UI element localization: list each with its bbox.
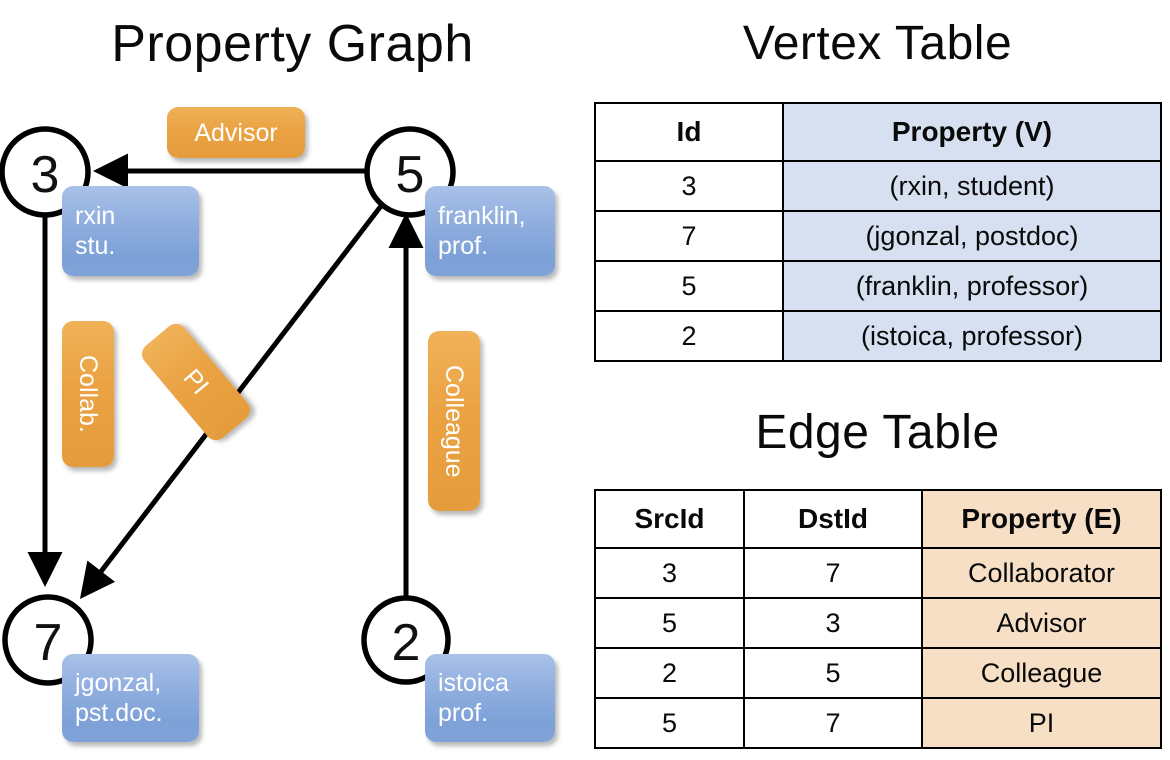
vertex-property-box-5-line1: franklin, bbox=[438, 202, 526, 230]
edge-row-srcid: 5 bbox=[594, 597, 745, 649]
vertex-property-box-7[interactable]: jgonzal, pst.doc. bbox=[62, 654, 199, 742]
vertex-table: Id Property (V) 3 (rxin, student) 7 (jgo… bbox=[594, 102, 1162, 362]
edge-label-pi-text: PI bbox=[177, 363, 215, 401]
edge-table-header-property: Property (E) bbox=[921, 489, 1162, 549]
table-row[interactable]: 5 7 PI bbox=[594, 697, 1162, 749]
vertex-row-id: 3 bbox=[594, 160, 784, 212]
edge-row-dstid: 7 bbox=[743, 547, 923, 599]
vertex-property-box-3-line1: rxin bbox=[75, 202, 116, 230]
page-title-property-graph: Property Graph bbox=[111, 15, 474, 73]
edge-label-advisor-text: Advisor bbox=[194, 118, 278, 147]
edge-row-property: Collaborator bbox=[921, 547, 1162, 599]
vertex-table-header-row: Id Property (V) bbox=[594, 102, 1162, 162]
vertex-property-box-3[interactable]: rxin stu. bbox=[62, 186, 199, 276]
vertex-row-id: 7 bbox=[594, 210, 784, 262]
vertex-row-id: 2 bbox=[594, 310, 784, 362]
property-graph-diagram: 3 5 7 2 rxin stu. franklin, prof. jgonza… bbox=[0, 107, 555, 742]
edge-row-srcid: 2 bbox=[594, 647, 745, 699]
edge-label-colleague[interactable]: Colleague bbox=[428, 331, 480, 511]
vertex-row-property: (istoica, professor) bbox=[782, 310, 1162, 362]
graph-node-2-label: 2 bbox=[392, 614, 421, 672]
graph-node-5-label: 5 bbox=[396, 146, 425, 204]
table-row[interactable]: 5 3 Advisor bbox=[594, 597, 1162, 649]
edge-row-dstid: 3 bbox=[743, 597, 923, 649]
graph-node-7-label: 7 bbox=[34, 614, 63, 672]
edge-row-srcid: 3 bbox=[594, 547, 745, 599]
vertex-table-header-property: Property (V) bbox=[782, 102, 1162, 162]
vertex-property-box-2-line2: prof. bbox=[438, 699, 489, 727]
edge-row-dstid: 5 bbox=[743, 647, 923, 699]
edge-row-property: PI bbox=[921, 697, 1162, 749]
edge-row-property: Colleague bbox=[921, 647, 1162, 699]
edge-row-srcid: 5 bbox=[594, 697, 745, 749]
table-row[interactable]: 2 5 Colleague bbox=[594, 647, 1162, 699]
table-row[interactable]: 3 (rxin, student) bbox=[594, 160, 1162, 212]
table-row[interactable]: 5 (franklin, professor) bbox=[594, 260, 1162, 312]
edge-label-advisor[interactable]: Advisor bbox=[167, 107, 305, 158]
vertex-property-box-7-line2: pst.doc. bbox=[75, 699, 163, 727]
table-row[interactable]: 2 (istoica, professor) bbox=[594, 310, 1162, 362]
page-title-vertex-table: Vertex Table bbox=[742, 17, 1013, 70]
edge-row-property: Advisor bbox=[921, 597, 1162, 649]
vertex-row-id: 5 bbox=[594, 260, 784, 312]
edge-table-header-dstid: DstId bbox=[743, 489, 923, 549]
table-row[interactable]: 7 (jgonzal, postdoc) bbox=[594, 210, 1162, 262]
vertex-table-header-id: Id bbox=[594, 102, 784, 162]
edge-label-colleague-text: Colleague bbox=[440, 364, 468, 478]
edge-table-header-srcid: SrcId bbox=[594, 489, 745, 549]
vertex-row-property: (jgonzal, postdoc) bbox=[782, 210, 1162, 262]
edge-table: SrcId DstId Property (E) 3 7 Collaborato… bbox=[594, 489, 1162, 749]
edge-label-collab-text: Collab. bbox=[74, 355, 102, 433]
graph-node-3-label: 3 bbox=[31, 146, 60, 204]
vertex-property-box-5[interactable]: franklin, prof. bbox=[425, 186, 555, 276]
vertex-property-box-7-line1: jgonzal, bbox=[75, 669, 162, 697]
page-title-edge-table: Edge Table bbox=[755, 406, 1000, 459]
vertex-property-box-5-line2: prof. bbox=[438, 232, 489, 260]
vertex-property-box-2-line1: istoica bbox=[438, 669, 509, 697]
vertex-row-property: (franklin, professor) bbox=[782, 260, 1162, 312]
edge-table-header-row: SrcId DstId Property (E) bbox=[594, 489, 1162, 549]
edge-label-collab[interactable]: Collab. bbox=[62, 321, 114, 467]
vertex-row-property: (rxin, student) bbox=[782, 160, 1162, 212]
edge-row-dstid: 7 bbox=[743, 697, 923, 749]
vertex-property-box-2[interactable]: istoica prof. bbox=[425, 654, 555, 742]
table-row[interactable]: 3 7 Collaborator bbox=[594, 547, 1162, 599]
vertex-property-box-3-line2: stu. bbox=[75, 232, 116, 260]
